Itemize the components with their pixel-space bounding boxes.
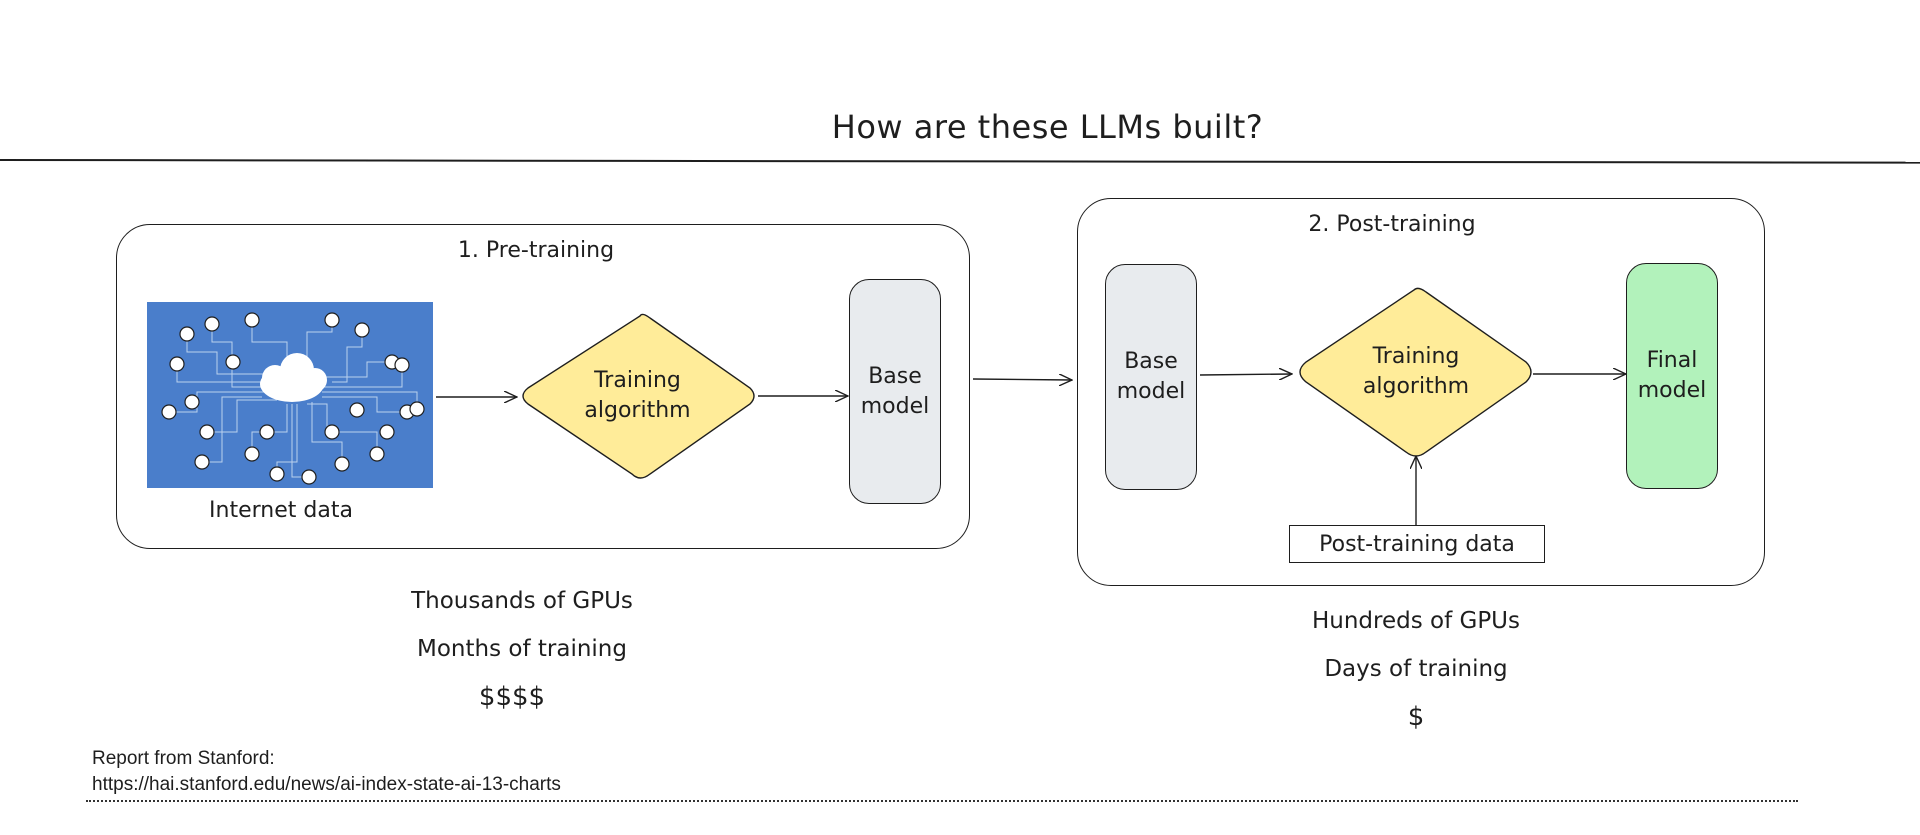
pretraining-stat-gpus: Thousands of GPUs (411, 588, 633, 614)
posttraining-algorithm-line1: Training (1372, 344, 1460, 369)
training-algorithm-diamond-1 (522, 313, 755, 479)
posttraining-panel (1077, 198, 1765, 586)
internet-data-image (147, 302, 433, 488)
footer-url: https://hai.stanford.edu/news/ai-index-s… (92, 774, 561, 795)
final-model: Final model (1626, 263, 1718, 489)
pretraining-base-model: Base model (849, 279, 941, 504)
arrow-stage1-to-stage2 (972, 379, 1072, 380)
posttraining-stat-cost: $ (1407, 702, 1425, 732)
pretraining-algorithm-label: Training algorithm (560, 366, 715, 426)
network-icon (161, 312, 425, 485)
posttraining-title: 2. Post-training (1308, 212, 1476, 237)
footer-source: Report from Stanford: https://hai.stanfo… (92, 746, 892, 798)
pretraining-algorithm-line1: Training (594, 368, 681, 393)
posttraining-base-line2: model (1116, 379, 1186, 404)
pretraining-base-line1: Base (868, 363, 922, 389)
posttraining-stat-gpus: Hundreds of GPUs (1311, 608, 1521, 634)
posttraining-data-box: Post-training data (1289, 525, 1545, 563)
pretraining-algorithm-line2: algorithm (584, 398, 691, 423)
internet-data-label: Internet data (209, 498, 353, 523)
final-model-line1: Final (1646, 348, 1698, 373)
final-model-line2: model (1637, 378, 1707, 403)
pretraining-base-line2: model (860, 393, 930, 419)
training-algorithm-diamond-2 (1299, 287, 1532, 457)
arrow-base-to-algorithm2 (1199, 374, 1292, 375)
pretraining-stat-cost: $$$$ (478, 682, 546, 712)
page-title: How are these LLMs built? (831, 108, 1264, 146)
posttraining-algorithm-label: Training algorithm (1336, 342, 1496, 402)
footer-line1: Report from Stanford: (92, 748, 275, 769)
posttraining-stat-duration: Days of training (1324, 656, 1508, 682)
pretraining-stat-duration: Months of training (417, 636, 627, 662)
posttraining-base-line1: Base (1124, 349, 1178, 374)
posttraining-algorithm-line2: algorithm (1362, 374, 1470, 399)
dotted-divider (86, 800, 1798, 802)
posttraining-base-model: Base model (1105, 264, 1197, 490)
pretraining-title: 1. Pre-training (457, 238, 615, 263)
pretraining-panel (116, 224, 970, 549)
